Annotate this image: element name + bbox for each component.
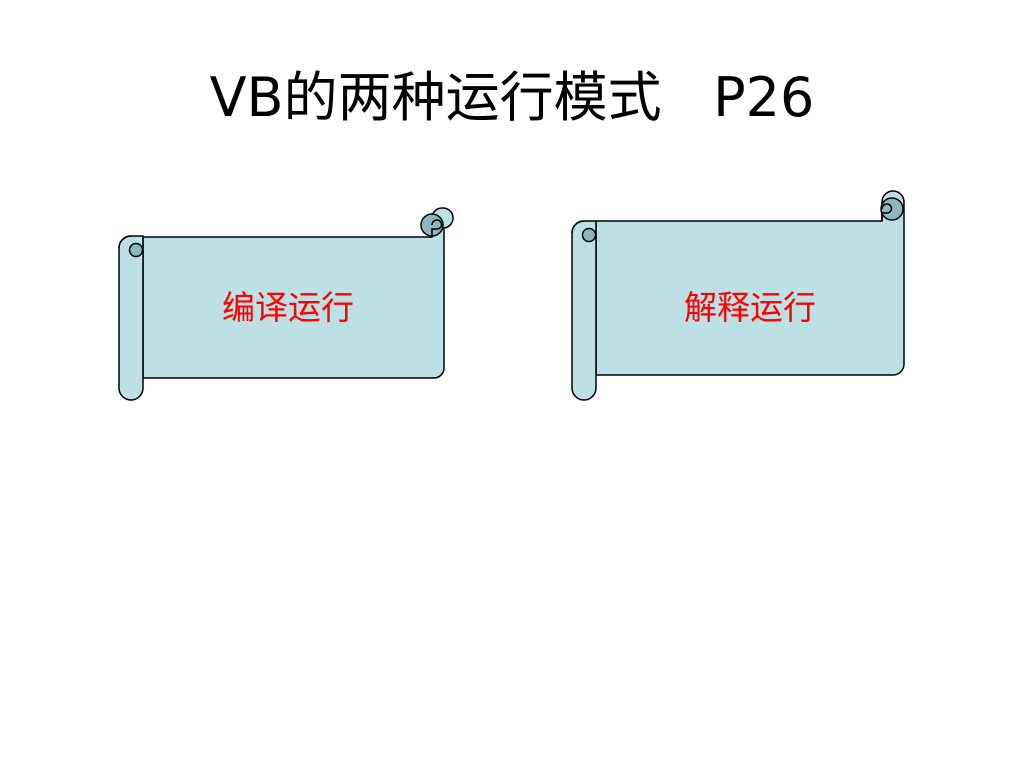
- scroll-compile[interactable]: [110, 205, 455, 410]
- slide-title: VB的两种运行模式 P26: [209, 66, 815, 129]
- scroll-label-interpret: 解释运行: [684, 288, 816, 327]
- scroll-interpret[interactable]: [563, 188, 918, 410]
- scroll-body: [595, 190, 905, 376]
- scroll-left-roll: [118, 235, 144, 401]
- scroll-left-roll: [571, 220, 597, 401]
- scroll-curl-left: [128, 242, 144, 258]
- scroll-label-compile: 编译运行: [222, 288, 354, 327]
- scroll-curl-left: [581, 227, 597, 243]
- scroll-body: [142, 207, 454, 379]
